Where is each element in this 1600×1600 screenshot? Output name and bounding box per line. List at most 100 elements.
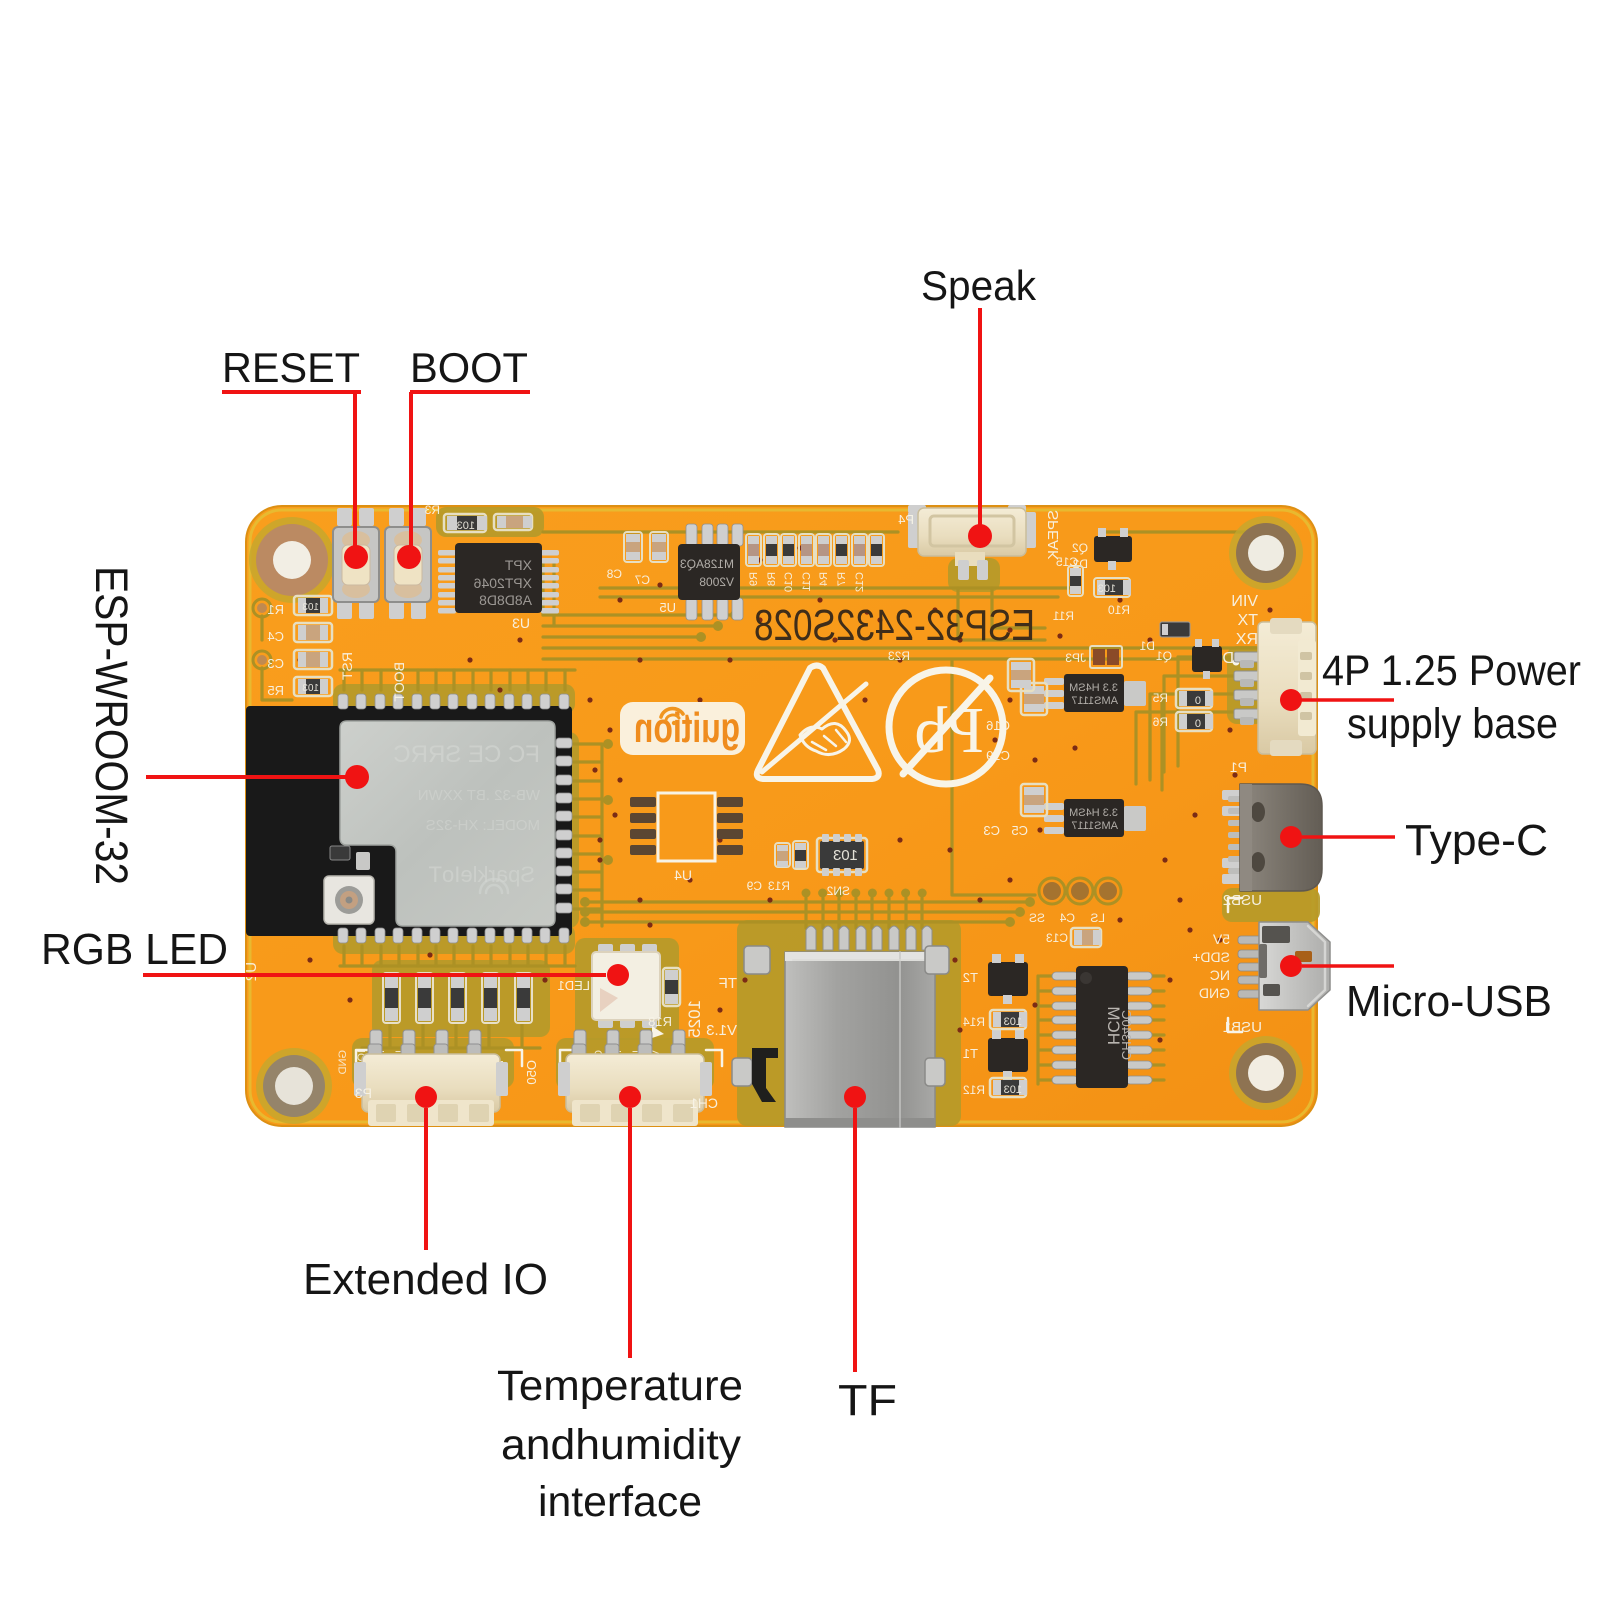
svg-text:C19: C19 <box>986 748 1010 763</box>
svg-text:XPT2046: XPT2046 <box>473 575 532 591</box>
svg-text:C7: C7 <box>634 573 650 587</box>
svg-text:V2008: V2008 <box>699 575 734 589</box>
svg-text:103: 103 <box>302 683 319 694</box>
svg-text:R23: R23 <box>888 649 910 663</box>
svg-text:JP3: JP3 <box>1065 651 1086 665</box>
svg-text:5V: 5V <box>1212 931 1230 947</box>
svg-text:U3: U3 <box>512 615 530 631</box>
svg-text:R5: R5 <box>1152 691 1168 705</box>
svg-text:BOOT: BOOT <box>391 662 407 702</box>
svg-text:R5: R5 <box>267 683 284 698</box>
svg-text:Micro-USB: Micro-USB <box>1346 977 1552 1026</box>
svg-text:C5: C5 <box>1011 823 1028 838</box>
svg-text:SS: SS <box>1029 911 1045 925</box>
svg-text:D2: D2 <box>1072 557 1088 571</box>
svg-text:0: 0 <box>1195 695 1201 707</box>
svg-text:ESP-WROOM-32: ESP-WROOM-32 <box>86 566 137 885</box>
svg-text:CH340C: CH340C <box>1119 1010 1134 1060</box>
svg-text:Speak: Speak <box>921 262 1037 309</box>
svg-text:TX: TX <box>1237 612 1258 629</box>
svg-text:R13: R13 <box>768 879 790 893</box>
svg-text:M128AQ3: M128AQ3 <box>680 557 734 571</box>
svg-text:USB2: USB2 <box>1223 892 1262 909</box>
svg-text:MODEL: XH-32S: MODEL: XH-32S <box>426 817 540 834</box>
svg-text:LS: LS <box>1090 911 1105 925</box>
svg-text:Pb: Pb <box>914 694 984 767</box>
svg-text:O50: O50 <box>524 1060 539 1085</box>
svg-text:C12: C12 <box>854 572 866 592</box>
svg-text:Q1: Q1 <box>1156 649 1172 663</box>
svg-text:SDD+: SDD+ <box>1192 949 1230 965</box>
svg-text:R7: R7 <box>836 572 848 586</box>
svg-text:VIN: VIN <box>1231 593 1258 610</box>
svg-text:C9: C9 <box>746 879 762 893</box>
svg-text:0: 0 <box>1195 718 1201 730</box>
svg-text:R12: R12 <box>963 1083 985 1097</box>
svg-text:supply base: supply base <box>1347 700 1558 748</box>
svg-text:P4: P4 <box>898 512 914 527</box>
svg-text:AMS1117: AMS1117 <box>1071 820 1118 832</box>
svg-text:R6: R6 <box>1152 715 1168 729</box>
svg-text:Temperature: Temperature <box>497 1362 743 1410</box>
svg-text:3.3 H4SM: 3.3 H4SM <box>1069 682 1118 694</box>
svg-text:C10: C10 <box>783 572 795 592</box>
svg-text:R8: R8 <box>766 572 778 586</box>
svg-text:C3: C3 <box>267 656 284 671</box>
svg-text:R14: R14 <box>963 1015 985 1029</box>
svg-text:andhumidity: andhumidity <box>501 1421 742 1469</box>
svg-text:GND: GND <box>1199 985 1230 1001</box>
svg-text:D1: D1 <box>1139 639 1155 653</box>
svg-text:C4: C4 <box>267 629 284 644</box>
svg-text:interface: interface <box>538 1478 702 1526</box>
svg-text:SPEAK: SPEAK <box>1045 510 1062 560</box>
svg-text:103: 103 <box>1004 1016 1022 1028</box>
svg-text:C4: C4 <box>1059 911 1075 925</box>
svg-text:CH1: CH1 <box>690 1095 718 1111</box>
svg-text:RESET: RESET <box>222 344 360 391</box>
svg-text:TF: TF <box>719 975 737 992</box>
svg-text:RST: RST <box>339 652 355 680</box>
svg-text:U4: U4 <box>674 867 692 883</box>
svg-text:C3: C3 <box>983 823 1000 838</box>
svg-text:WB-32 .BT XXWN: WB-32 .BT XXWN <box>418 787 540 804</box>
svg-text:RGB LED: RGB LED <box>41 925 228 974</box>
svg-text:C15: C15 <box>1056 555 1078 569</box>
svg-text:T2: T2 <box>963 970 978 985</box>
svg-text:C16: C16 <box>986 718 1010 733</box>
svg-text:SparkleIoT: SparkleIoT <box>429 862 535 887</box>
svg-text:ESP32-2432S028: ESP32-2432S028 <box>754 601 1035 650</box>
svg-text:103: 103 <box>457 520 475 532</box>
svg-text:3.3 H4SM: 3.3 H4SM <box>1069 807 1118 819</box>
svg-text:NC: NC <box>1210 967 1230 983</box>
svg-text:103: 103 <box>833 847 858 864</box>
svg-text:U5: U5 <box>659 600 676 615</box>
svg-text:C11: C11 <box>801 572 813 591</box>
svg-text:U2: U2 <box>243 962 260 981</box>
svg-text:FC CE SRRC: FC CE SRRC <box>393 741 540 768</box>
svg-text:R11: R11 <box>1053 609 1074 623</box>
svg-text:P1: P1 <box>1230 759 1247 775</box>
svg-text:R4: R4 <box>818 572 830 586</box>
svg-text:HCM: HCM <box>1104 1006 1123 1045</box>
svg-text:103: 103 <box>1004 1084 1022 1096</box>
svg-text:Type-C: Type-C <box>1405 816 1548 865</box>
svg-text:R10: R10 <box>1108 603 1130 617</box>
svg-text:A8D8D8: A8D8D8 <box>479 592 532 608</box>
svg-text:R1: R1 <box>267 602 284 617</box>
svg-text:C8: C8 <box>606 567 622 581</box>
svg-text:R9: R9 <box>748 572 760 586</box>
svg-text:R3: R3 <box>424 503 440 517</box>
svg-text:GND: GND <box>337 1050 349 1075</box>
svg-text:LED1: LED1 <box>557 978 590 993</box>
svg-text:V1.3: V1.3 <box>706 1022 737 1039</box>
svg-text:guition: guition <box>634 704 740 751</box>
svg-text:XPT: XPT <box>504 557 532 573</box>
svg-text:AMS1117: AMS1117 <box>1071 695 1118 707</box>
svg-text:Q2: Q2 <box>1072 541 1088 555</box>
svg-text:RX: RX <box>1235 631 1258 648</box>
svg-text:P3: P3 <box>355 1085 372 1101</box>
svg-text:1025: 1025 <box>685 1000 704 1038</box>
svg-text:4P 1.25 Power: 4P 1.25 Power <box>1322 647 1581 695</box>
svg-text:Extended IO: Extended IO <box>303 1255 548 1304</box>
svg-text:103: 103 <box>302 602 319 613</box>
